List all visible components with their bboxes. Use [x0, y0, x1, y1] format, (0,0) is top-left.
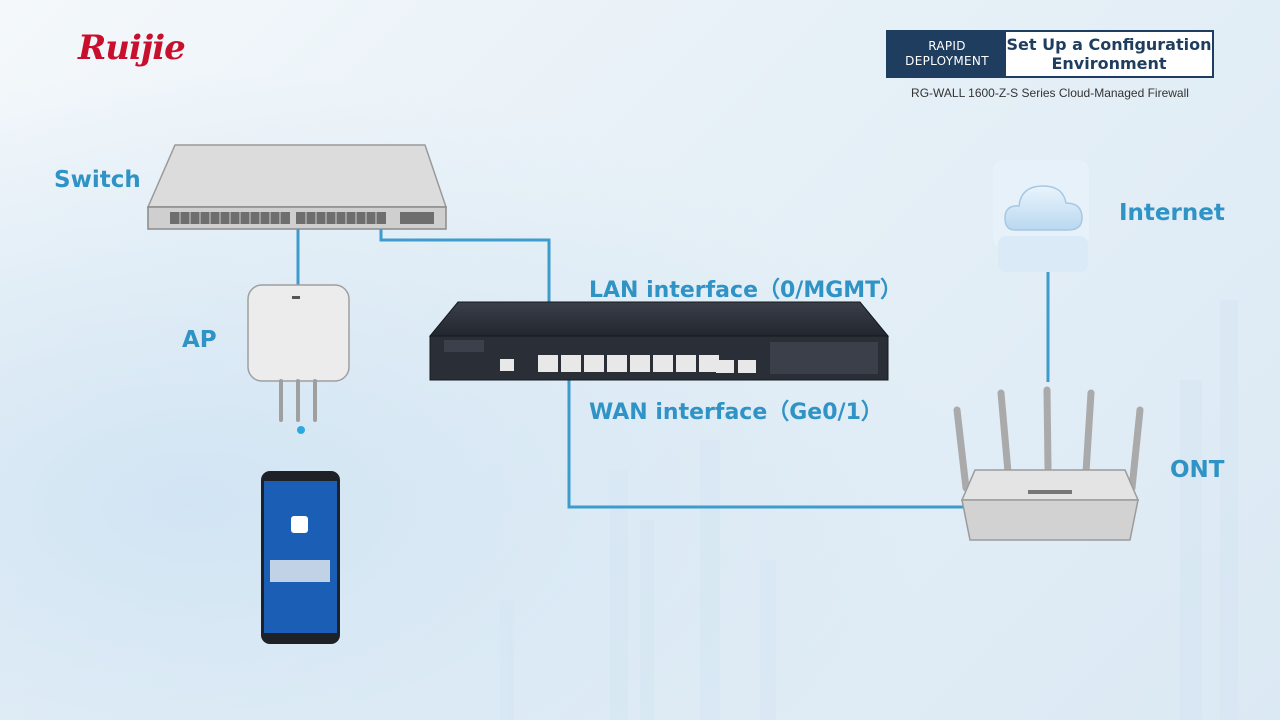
section-header: RAPID DEPLOYMENT Set Up a Configuration … [886, 30, 1214, 78]
wan-ont-link [567, 362, 965, 509]
section-title-line2: Environment [1051, 54, 1167, 73]
switch-lan-link [379, 224, 551, 362]
section-title-line1: Set Up a Configuration [1006, 35, 1212, 54]
firewall-device [428, 301, 890, 381]
ap-label: AP [182, 327, 217, 353]
section-tag-line1: RAPID [928, 39, 966, 53]
wan-interface-label: WAN interface（Ge0/1） [589, 400, 883, 425]
internet-label: Internet [1119, 200, 1225, 226]
switch-device [146, 144, 448, 230]
lan-interface-label: LAN interface（0/MGMT） [589, 278, 903, 303]
section-tag-line2: DEPLOYMENT [905, 54, 989, 68]
smartphone-device [261, 471, 340, 644]
ont-label: ONT [1170, 457, 1225, 483]
ont-router-device [953, 386, 1144, 541]
access-point-device [247, 284, 350, 434]
section-tag: RAPID DEPLOYMENT [888, 32, 1006, 76]
product-subtitle: RG-WALL 1600-Z-S Series Cloud-Managed Fi… [911, 86, 1189, 100]
ruijie-logo: Ruijie [78, 28, 186, 68]
connection-lines [296, 224, 1050, 509]
switch-label: Switch [54, 167, 141, 193]
internet-cloud-icon [993, 160, 1089, 272]
section-title: Set Up a Configuration Environment [1006, 32, 1212, 76]
